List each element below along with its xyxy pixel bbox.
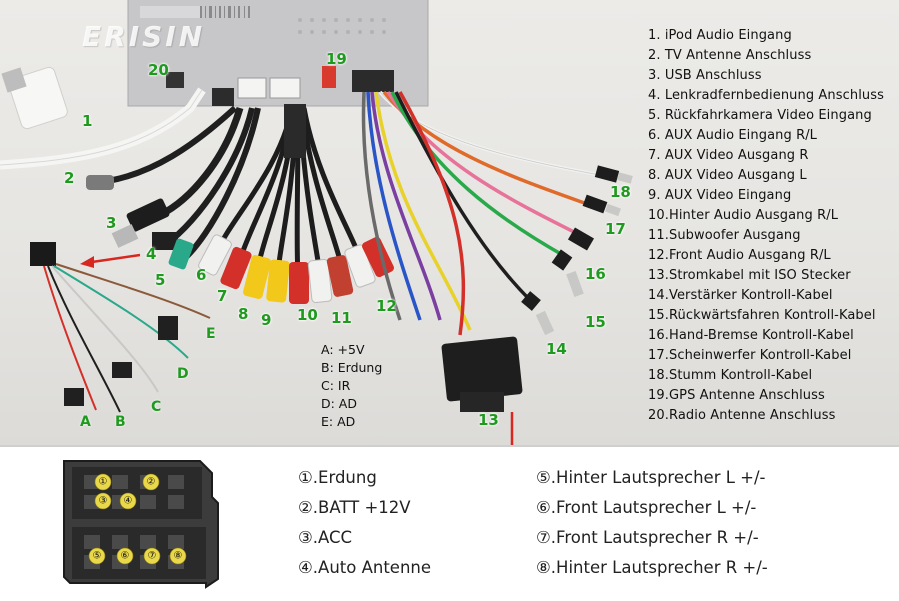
iso-pin-item: ⑧.Hinter Lautsprecher R +/-: [536, 558, 768, 577]
steering-connector-legend: A: +5V B: Erdung C: IR D: AD E: AD: [321, 341, 382, 431]
wiring-illustration: [0, 0, 633, 445]
rca-green: [168, 238, 194, 270]
callout-4: 4: [146, 245, 157, 263]
callout-20: 20: [148, 61, 169, 79]
callout-9: 9: [261, 311, 272, 329]
iso-connector-diagram: ① ② ③ ④ ⑤ ⑥ ⑦ ⑧: [63, 460, 219, 589]
legend-item: 15.Rückwärtsfahren Kontroll-Kabel: [648, 308, 876, 323]
callout-8: 8: [238, 305, 249, 323]
pin-8-mark: ⑧: [174, 551, 183, 562]
legend-item: 16.Hand-Bremse Kontroll-Kabel: [648, 328, 854, 343]
iso-pins-left: ①.Erdung ②.BATT +12V ③.ACC ④.Auto Antenn…: [298, 463, 431, 583]
legend-item: 9. AUX Video Eingang: [648, 188, 792, 203]
callout-3: 3: [106, 214, 117, 232]
brand-logo: ERISIN: [82, 20, 206, 53]
iso-plug: [441, 336, 523, 402]
callout-letter-e: E: [206, 326, 216, 342]
pin-7-mark: ⑦: [148, 551, 157, 562]
callout-letter-c: C: [151, 399, 162, 415]
iso-pin-item: ⑦.Front Lautsprecher R +/-: [536, 528, 759, 547]
legend-item: 8. AUX Video Ausgang L: [648, 168, 807, 183]
legend-item: 11.Subwoofer Ausgang: [648, 228, 801, 243]
legend-item: 13.Stromkabel mit ISO Stecker: [648, 268, 851, 283]
iso-pin-item: ②.BATT +12V: [298, 498, 411, 517]
pin-3-mark: ③: [99, 496, 108, 507]
legend-item: 17.Scheinwerfer Kontroll-Kabel: [648, 348, 852, 363]
steering-legend-item: E: AD: [321, 414, 356, 429]
steering-remote-plug: [30, 242, 56, 266]
iso-pins-right: ⑤.Hinter Lautsprecher L +/- ⑥.Front Laut…: [536, 463, 768, 583]
steering-legend-item: D: AD: [321, 396, 357, 411]
callout-6: 6: [196, 266, 207, 284]
red-arrows: [80, 253, 514, 445]
white-connector-right: [269, 77, 301, 99]
pin-2-mark: ②: [147, 477, 156, 488]
white-connector-left: [237, 77, 267, 99]
connector-legend: 1. iPod Audio Eingang 2. TV Antenne Ansc…: [648, 26, 884, 426]
pin-1-mark: ①: [99, 477, 108, 488]
callout-16: 16: [585, 265, 606, 283]
legend-item: 7. AUX Video Ausgang R: [648, 148, 809, 163]
callout-19: 19: [326, 50, 347, 68]
callout-12: 12: [376, 297, 397, 315]
black-iso-plug: [352, 70, 394, 92]
callout-17: 17: [605, 220, 626, 238]
iso-pinout-panel: ① ② ③ ④ ⑤ ⑥ ⑦ ⑧ ①.Erdung ②.BATT +12V ③.A…: [0, 445, 899, 599]
legend-item: 3. USB Anschluss: [648, 68, 762, 83]
legend-item: 6. AUX Audio Eingang R/L: [648, 128, 818, 143]
wiring-photo: ERISIN 1 2 3 4 5 6 7 8 9 10 11 12 13 14 …: [0, 0, 899, 445]
callout-letter-d: D: [177, 366, 189, 382]
callout-15: 15: [585, 313, 606, 331]
callout-5: 5: [155, 271, 166, 289]
legend-item: 2. TV Antenne Anschluss: [648, 48, 812, 63]
callout-11: 11: [331, 309, 352, 327]
pin-4-mark: ④: [124, 496, 133, 507]
callout-10: 10: [297, 306, 318, 324]
callout-2: 2: [64, 169, 75, 187]
iso-pin-item: ⑥.Front Lautsprecher L +/-: [536, 498, 757, 517]
legend-item: 4. Lenkradfernbedienung Anschluss: [648, 88, 885, 103]
steering-legend-item: C: IR: [321, 378, 351, 393]
callout-13: 13: [478, 411, 499, 429]
callout-1: 1: [82, 112, 93, 130]
legend-item: 5. Rückfahrkamera Video Eingang: [648, 108, 872, 123]
pin-6-mark: ⑥: [121, 551, 130, 562]
legend-item: 19.GPS Antenne Anschluss: [648, 388, 825, 403]
legend-item: 10.Hinter Audio Ausgang R/L: [648, 208, 839, 223]
steering-legend-item: A: +5V: [321, 342, 365, 357]
legend-item: 20.Radio Antenne Anschluss: [648, 408, 836, 423]
steering-legend-item: B: Erdung: [321, 360, 383, 375]
callout-letter-a: A: [80, 414, 91, 430]
steering-plug: [152, 232, 178, 250]
callout-18: 18: [610, 183, 631, 201]
callout-letter-b: B: [115, 414, 126, 430]
tv-antenna-plug: [86, 175, 114, 190]
callout-14: 14: [546, 340, 567, 358]
legend-item: 12.Front Audio Ausgang R/L: [648, 248, 831, 263]
legend-item: 14.Verstärker Kontroll-Kabel: [648, 288, 833, 303]
legend-item: 18.Stumm Kontroll-Kabel: [648, 368, 813, 383]
callout-7: 7: [217, 287, 228, 305]
gps-connector: [322, 66, 336, 88]
rca-bundle-sleeve: [284, 104, 306, 158]
iso-pin-item: ④.Auto Antenne: [298, 558, 432, 577]
radio-antenna-socket: [166, 72, 184, 88]
usb-plug: [126, 198, 170, 232]
legend-item: 1. iPod Audio Eingang: [648, 28, 792, 43]
iso-pin-item: ⑤.Hinter Lautsprecher L +/-: [536, 468, 766, 487]
iso-pin-item: ③.ACC: [298, 528, 353, 547]
iso-pin-item: ①.Erdung: [298, 468, 377, 487]
pin-5-mark: ⑤: [93, 551, 102, 562]
